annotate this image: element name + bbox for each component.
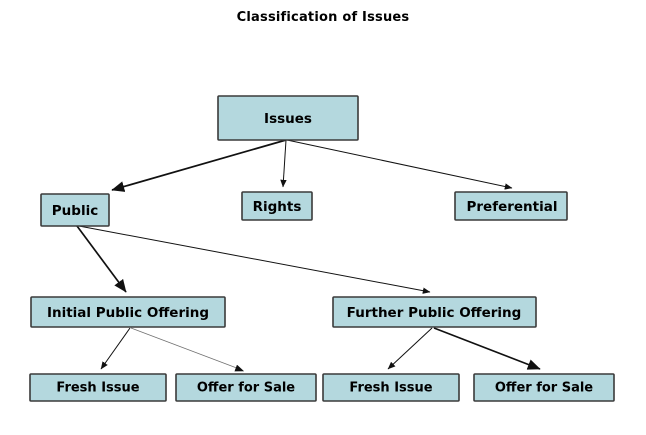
node-fpo-fresh-issue[interactable]: Fresh Issue (322, 373, 460, 402)
edge-fpo-to-offer-for-sale (433, 327, 541, 370)
node-further-public-offering-label: Further Public Offering (347, 305, 522, 321)
node-fpo-fresh-issue-label: Fresh Issue (349, 381, 432, 396)
node-further-public-offering[interactable]: Further Public Offering (332, 296, 537, 328)
edge-public-to-ipo (76, 225, 127, 293)
node-issues-label: Issues (264, 111, 312, 127)
node-ipo-offer-for-sale[interactable]: Offer for Sale (175, 373, 317, 402)
node-issues[interactable]: Issues (217, 95, 359, 141)
edge-ipo-to-offer-for-sale (130, 327, 245, 372)
node-ipo-fresh-issue-label: Fresh Issue (56, 381, 139, 396)
node-ipo-offer-for-sale-label: Offer for Sale (197, 381, 295, 396)
page-title: Classification of Issues (236, 10, 410, 25)
edge-issues-to-public (111, 139, 287, 192)
node-initial-public-offering[interactable]: Initial Public Offering (30, 296, 226, 328)
node-ipo-fresh-issue[interactable]: Fresh Issue (29, 373, 167, 402)
edge-issues-to-preferential (286, 139, 513, 190)
edge-ipo-to-fresh-issue (100, 327, 131, 370)
edge-fpo-to-fresh-issue (387, 327, 433, 370)
node-rights-label: Rights (253, 199, 302, 215)
node-fpo-offer-for-sale-label: Offer for Sale (495, 381, 593, 396)
node-preferential[interactable]: Preferential (454, 191, 568, 221)
node-public-label: Public (52, 203, 98, 219)
node-layer: Issues Public Rights Preferential Initia… (29, 95, 615, 402)
node-initial-public-offering-label: Initial Public Offering (47, 305, 209, 321)
edge-public-to-fpo (78, 225, 431, 294)
node-preferential-label: Preferential (467, 199, 558, 215)
node-fpo-offer-for-sale[interactable]: Offer for Sale (473, 373, 615, 402)
node-public[interactable]: Public (40, 193, 110, 227)
edge-layer (76, 139, 541, 372)
edge-issues-to-rights (280, 139, 287, 188)
node-rights[interactable]: Rights (241, 191, 313, 221)
